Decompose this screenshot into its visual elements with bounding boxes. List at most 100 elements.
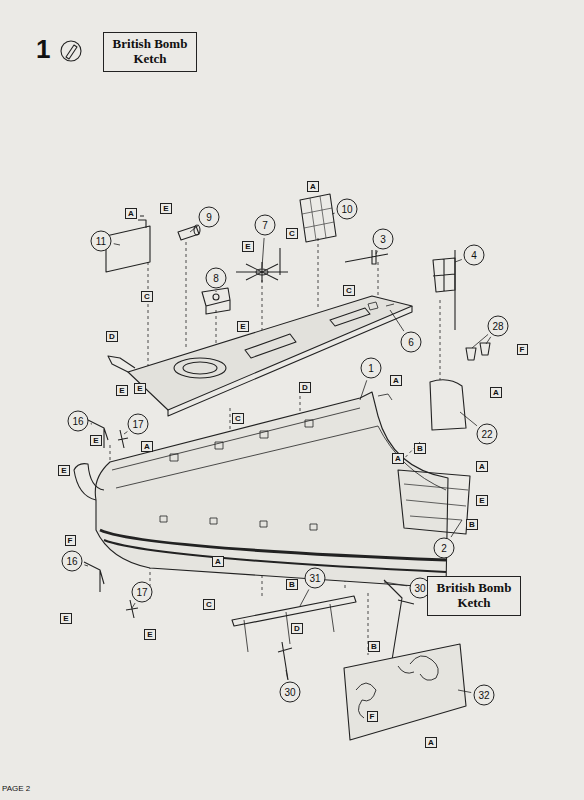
flag-letter: D: [109, 332, 115, 341]
post: [278, 642, 292, 680]
callout-number: 17: [127, 413, 149, 435]
part-flag: D: [291, 623, 303, 634]
title-box: British Bomb Ketch: [427, 576, 521, 616]
part-flag: A: [476, 461, 488, 472]
stern-board: [344, 644, 466, 740]
part-flag: E: [60, 613, 71, 624]
callout-number: 7: [254, 214, 276, 236]
callout-number: 10: [336, 198, 358, 220]
part-flag: C: [232, 413, 244, 424]
part-flag: B: [368, 641, 380, 652]
flag-letter: C: [144, 292, 150, 301]
leader-line: [390, 310, 404, 331]
callout-text: 28: [492, 321, 503, 332]
flag-letter: A: [128, 209, 134, 218]
flag-letter: D: [302, 383, 308, 392]
callout-number: 16: [67, 410, 89, 432]
leader-line: [384, 582, 407, 586]
flag-letter: A: [310, 182, 316, 191]
bowsprit-step: [108, 356, 135, 372]
callout-number: 11: [90, 230, 112, 252]
flag-letter: F: [370, 712, 375, 721]
part-flag: E: [237, 321, 248, 332]
title-box: British Bomb Ketch: [103, 32, 197, 72]
deck-hatches: [245, 308, 370, 358]
capstan-part: [178, 226, 199, 240]
part-flag: E: [144, 629, 155, 640]
leader-line: [262, 238, 264, 268]
flag-letter: B: [417, 444, 423, 453]
callout-number: 16: [61, 550, 83, 572]
flag-letter: F: [68, 536, 73, 545]
callout-text: 30: [414, 583, 425, 594]
leader-line: [132, 603, 135, 608]
cathead: [84, 562, 104, 592]
part-flag: A: [141, 441, 153, 452]
leader-line: [460, 412, 477, 426]
part-flag: C: [203, 599, 215, 610]
step-icon: [61, 41, 81, 61]
flag-letter: A: [428, 738, 434, 747]
flag-letter: E: [147, 630, 152, 639]
flag-letter: E: [163, 204, 168, 213]
title-text: British Bomb Ketch: [113, 36, 188, 66]
callout-text: 17: [136, 587, 147, 598]
leader-line: [286, 670, 288, 679]
leader-line: [114, 244, 120, 245]
leader-line: [91, 423, 92, 424]
callout-number: 1: [360, 357, 382, 379]
flag-letter: C: [235, 414, 241, 423]
glue-icon: [66, 45, 77, 59]
flag-letter: E: [93, 436, 98, 445]
part-flag: D: [299, 382, 311, 393]
callout-number: 32: [473, 684, 495, 706]
stem-head: [74, 464, 104, 500]
wale-stripe: [100, 530, 446, 560]
callout-text: 16: [72, 416, 83, 427]
leader-line: [216, 291, 217, 292]
hatch-grating: [300, 194, 336, 242]
flag-letter: E: [245, 242, 250, 251]
callout-number: 28: [487, 315, 509, 337]
flag-letter: B: [469, 520, 475, 529]
flag-letter: F: [520, 345, 525, 354]
part-flag: A: [425, 737, 437, 748]
leader-line: [124, 432, 127, 434]
callout-number: 31: [304, 567, 326, 589]
leader-line: [360, 380, 367, 400]
transom-plate: [106, 226, 150, 272]
gunports: [160, 420, 317, 530]
fitting: [118, 430, 128, 448]
leader-line: [458, 690, 471, 693]
mortar-well: [174, 358, 226, 378]
flag-letter: A: [493, 388, 499, 397]
part-flag: E: [58, 465, 69, 476]
callout-text: 30: [284, 687, 295, 698]
callout-text: 1: [368, 363, 374, 374]
part-flag: F: [65, 535, 76, 546]
flag-letter: A: [144, 442, 150, 451]
flag-letter: E: [119, 386, 124, 395]
tiller: [345, 250, 388, 264]
step-number: 1: [36, 34, 50, 65]
lanterns: [466, 343, 490, 360]
part-flag: F: [367, 711, 378, 722]
callout-number: 3: [372, 228, 394, 250]
part-flag: E: [160, 203, 171, 214]
part-flag: A: [390, 375, 402, 386]
flag-letter: E: [137, 384, 142, 393]
part-flag: C: [141, 291, 153, 302]
callout-text: 22: [481, 429, 492, 440]
part-flag: A: [307, 181, 319, 192]
part-flag: A: [392, 453, 404, 464]
leader-line: [455, 259, 462, 262]
callout-text: 17: [132, 419, 143, 430]
part-flag: A: [125, 208, 137, 219]
flag-letter: E: [240, 322, 245, 331]
hull: [95, 392, 448, 588]
leader-line: [486, 337, 491, 344]
callout-text: 6: [408, 337, 414, 348]
part-flag: D: [106, 331, 118, 342]
callout-text: 3: [380, 234, 386, 245]
